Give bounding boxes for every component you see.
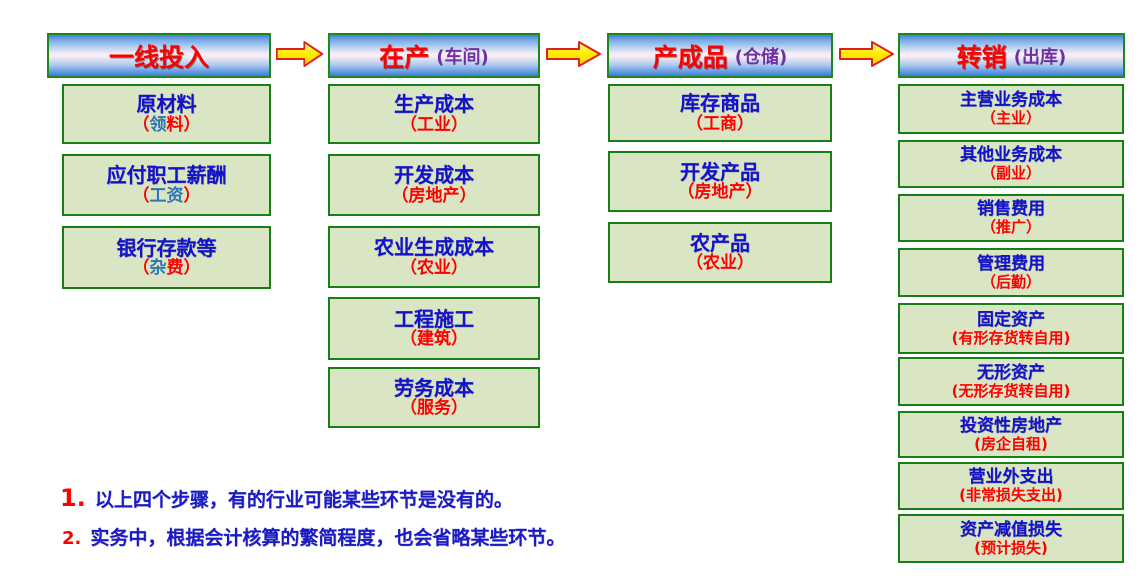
box-title: 库存商品 <box>680 91 760 116</box>
note-number: 1. <box>60 484 86 512</box>
box-subtitle: (有形存货转自用) <box>951 328 1071 347</box>
sub-red-part: （ <box>132 185 150 206</box>
box-title: 营业外支出 <box>968 467 1054 488</box>
box-subtitle: （农业） <box>400 257 468 278</box>
flow-box: 资产减值损失 (预计损失) <box>898 514 1124 563</box>
flow-box: 生产成本 （工业） <box>328 84 540 144</box>
stage-header-title: 在产 <box>379 42 430 72</box>
box-subtitle: （建筑） <box>400 329 468 350</box>
box-title: 生产成本 <box>394 92 474 117</box>
box-title: 开发产品 <box>680 159 760 184</box>
box-title: 农产品 <box>690 230 750 255</box>
box-title: 银行存款等 <box>116 235 217 260</box>
sub-blue-part: 领 <box>149 114 167 135</box>
box-subtitle: （服务） <box>400 398 468 419</box>
box-subtitle: （领料） <box>132 114 201 135</box>
stage-header-in-production: 在产 (车间) <box>328 33 540 78</box>
flow-arrow-icon <box>546 41 601 67</box>
flow-box: 劳务成本 （服务） <box>328 367 540 428</box>
box-subtitle: （副业） <box>980 164 1041 183</box>
box-subtitle: (房企自租) <box>974 434 1048 453</box>
flow-box: 固定资产 (有形存货转自用) <box>898 303 1124 354</box>
box-title: 主营业务成本 <box>960 90 1062 111</box>
note-text: 实务中，根据会计核算的繁简程度，也会省略某些环节。 <box>90 527 566 549</box>
box-subtitle: （主业） <box>980 109 1041 128</box>
flow-arrow-icon <box>839 41 894 67</box>
box-title: 固定资产 <box>977 309 1045 330</box>
box-title: 应付职工薪酬 <box>106 163 227 188</box>
box-title: 劳务成本 <box>394 375 474 400</box>
flow-box: 库存商品 （工商） <box>608 84 832 142</box>
box-subtitle: (非常损失支出) <box>959 486 1063 505</box>
box-subtitle: （推广） <box>980 218 1041 237</box>
stage-header-transfer-out: 转销 (出库) <box>898 33 1125 78</box>
flow-box: 农业生成成本 （农业） <box>328 226 540 288</box>
sub-blue-part: 工资 <box>149 185 184 206</box>
stage-header-tag: (仓储) <box>734 46 788 68</box>
box-title: 其他业务成本 <box>960 145 1062 166</box>
box-subtitle: (预计损失) <box>974 538 1048 557</box>
stage-header-tag: (出库) <box>1013 46 1067 68</box>
box-title: 无形资产 <box>977 362 1045 383</box>
box-subtitle: （工商） <box>686 113 754 134</box>
box-title: 农业生成成本 <box>374 235 494 260</box>
box-subtitle: （工资） <box>132 185 201 206</box>
flow-box: 其他业务成本 （副业） <box>898 140 1124 188</box>
stage-header-input: 一线投入 <box>47 33 271 78</box>
box-title: 投资性房地产 <box>960 415 1062 436</box>
box-subtitle: （后勤） <box>980 272 1041 291</box>
stage-header-title: 转销 <box>956 42 1007 72</box>
box-subtitle: （工业） <box>400 114 468 135</box>
flow-box: 开发成本 （房地产） <box>328 154 540 216</box>
box-subtitle: （房地产） <box>677 182 763 203</box>
box-title: 工程施工 <box>394 306 474 331</box>
flow-box: 应付职工薪酬 （工资） <box>62 154 271 216</box>
sub-blue-part: 杂 <box>149 258 167 279</box>
flow-box: 营业外支出 (非常损失支出) <box>898 462 1124 510</box>
flow-box: 投资性房地产 (房企自租) <box>898 411 1124 458</box>
box-title: 开发成本 <box>394 163 474 188</box>
box-title: 销售费用 <box>977 199 1045 220</box>
note-1: 1. 以上四个步骤，有的行业可能某些环节是没有的。 <box>60 484 513 512</box>
box-subtitle: （杂费） <box>133 259 201 278</box>
flow-box: 原材料 （领料） <box>62 84 271 144</box>
note-2: 2. 实务中，根据会计核算的繁简程度，也会省略某些环节。 <box>62 523 565 550</box>
flow-arrow-icon <box>276 41 324 67</box>
note-text: 以上四个步骤，有的行业可能某些环节是没有的。 <box>94 489 513 511</box>
flow-box: 销售费用 （推广） <box>898 194 1124 242</box>
flow-box: 开发产品 （房地产） <box>608 151 832 212</box>
stage-header-tag: (车间) <box>436 46 489 68</box>
sub-red-part: （ <box>132 114 150 135</box>
box-subtitle: （农业） <box>686 253 754 274</box>
flow-box: 主营业务成本 （主业） <box>898 84 1124 134</box>
flow-box: 工程施工 （建筑） <box>328 297 540 360</box>
sub-red-part: 费） <box>166 258 201 279</box>
flow-box: 农产品 （农业） <box>608 222 832 283</box>
stage-header-title: 一线投入 <box>108 42 209 72</box>
flow-box: 管理费用 （后勤） <box>898 248 1124 297</box>
sub-red-part: 料） <box>166 114 201 135</box>
stage-header-title: 产成品 <box>652 42 728 72</box>
sub-red-part: （ <box>132 258 150 279</box>
box-title: 原材料 <box>136 92 197 117</box>
note-number: 2. <box>62 528 82 549</box>
stage-header-finished-goods: 产成品 (仓储) <box>607 33 833 78</box>
box-title: 管理费用 <box>977 253 1045 274</box>
sub-red-part: ） <box>183 185 201 206</box>
flow-box: 银行存款等 （杂费） <box>62 226 271 289</box>
box-title: 资产减值损失 <box>960 519 1062 540</box>
flow-box: 无形资产 (无形存货转自用) <box>898 357 1124 406</box>
box-subtitle: （房地产） <box>391 185 477 206</box>
box-subtitle: (无形存货转自用) <box>951 381 1071 400</box>
